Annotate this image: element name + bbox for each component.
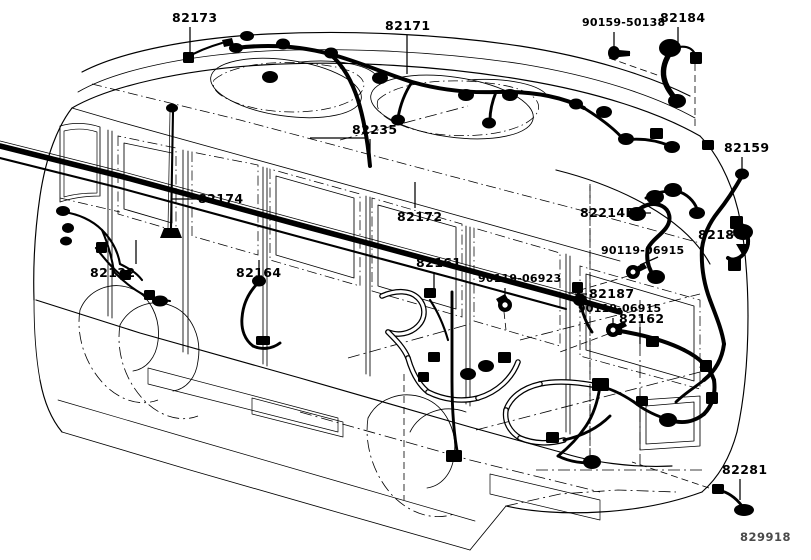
part-label-82132: 82132 — [90, 265, 136, 280]
fastener-90119-06923 — [496, 294, 512, 312]
part-label-82159: 82159 — [724, 140, 770, 155]
harness-82174 — [160, 103, 182, 238]
harness-82173 — [183, 38, 234, 63]
part-label-82162: 82162 — [619, 311, 665, 326]
part-82281 — [712, 484, 754, 516]
vehicle-body-outline — [33, 31, 749, 551]
harness-82159 — [674, 168, 749, 404]
harness-82164 — [240, 275, 282, 350]
fastener-90119-06915-a — [626, 263, 647, 279]
leader-lines — [135, 27, 743, 500]
part-label-82161: 82161 — [416, 255, 462, 270]
part-label-82172: 82172 — [397, 209, 443, 224]
part-label-82214B: 82214B — [580, 205, 636, 220]
part-label-90159-50138: 90159-50138 — [582, 16, 666, 29]
part-label-90119-06915-a: 90119-06915 — [601, 244, 685, 257]
part-label-82174: 82174 — [198, 191, 244, 206]
part-label-82171: 82171 — [385, 18, 431, 33]
fastener-90159-50138 — [608, 46, 631, 60]
part-label-90119-06923: 90119-06923 — [478, 272, 562, 285]
part-label-82235: 82235 — [352, 122, 398, 137]
harness-82214B — [628, 183, 705, 284]
harness-82132 — [56, 206, 172, 307]
part-label-82187: 82187 — [589, 286, 635, 301]
harness-82172 — [0, 156, 568, 311]
part-label-82186: 82186 — [698, 227, 744, 242]
harness-82171 — [229, 31, 714, 168]
harness-82161 — [379, 288, 521, 462]
harness-82186 — [726, 223, 753, 262]
figure-code: 829918 — [740, 530, 792, 544]
part-label-82173: 82173 — [172, 10, 218, 25]
harness-82235 — [0, 140, 623, 315]
fastener-90119-06915-b — [606, 321, 627, 337]
part-label-82164: 82164 — [236, 265, 282, 280]
part-label-90119-06915-b: 90119-06915 — [578, 302, 662, 315]
assembly-guide-lines — [475, 57, 710, 489]
part-82184 — [659, 39, 702, 108]
part-label-82184: 82184 — [660, 10, 706, 25]
part-label-82281: 82281 — [722, 462, 768, 477]
